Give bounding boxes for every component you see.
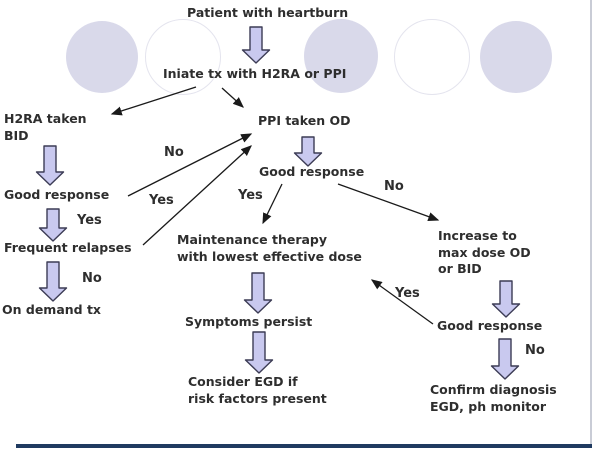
edge-label-left-no: No	[82, 271, 102, 286]
edge-label-right-no: No	[525, 343, 545, 358]
node-good-response-mid: Good response	[259, 164, 365, 179]
node-patient-heartburn: Patient with heartburn	[187, 5, 349, 20]
edge-label-right-yes: Yes	[395, 286, 420, 301]
right-border-line	[590, 0, 592, 447]
decorative-circle-outline	[145, 19, 221, 95]
node-h2ra-taken-bid: H2RA taken BID	[4, 111, 87, 143]
block-arrow-symptoms-to-egd	[244, 331, 274, 374]
edge-label-mid-no: No	[384, 179, 404, 194]
node-symptoms-persist: Symptoms persist	[185, 314, 313, 329]
block-arrow-relapses-to-ondemand	[38, 261, 68, 302]
arrow-initiate-to-ppi	[221, 87, 244, 108]
block-arrow-ppi-to-good	[293, 136, 323, 167]
node-good-response-left: Good response	[4, 187, 110, 202]
arrow-goodleft-no-to-ppi	[127, 133, 253, 197]
node-good-response-right: Good response	[437, 318, 543, 333]
decorative-circle-filled	[304, 19, 378, 93]
node-on-demand-tx: On demand tx	[2, 302, 101, 317]
block-arrow-h2ra-to-good	[35, 145, 65, 186]
node-increase-max-dose: Increase to max dose OD or BID	[438, 228, 531, 276]
edge-label-h2ra-no: No	[164, 145, 184, 160]
node-maintenance-therapy: Maintenance therapy with lowest effectiv…	[177, 232, 362, 264]
block-arrow-good-to-relapses	[38, 208, 68, 242]
block-arrow-maintenance-to-symptoms	[243, 272, 273, 314]
edge-label-mid-yes: Yes	[238, 188, 263, 203]
decorative-circle-filled	[66, 21, 138, 93]
node-frequent-relapses: Frequent relapses	[4, 240, 132, 255]
node-initiate-tx: Iniate tx with H2RA or PPI	[163, 66, 347, 81]
block-arrow-good-to-confirm	[490, 338, 520, 380]
decorative-circle-filled	[480, 21, 552, 93]
edge-label-left-yes: Yes	[77, 213, 102, 228]
block-arrow-increase-to-good	[491, 280, 521, 318]
node-confirm-diagnosis: Confirm diagnosis EGD, ph monitor	[430, 382, 557, 414]
node-ppi-taken-od: PPI taken OD	[258, 113, 351, 128]
decorative-circle-outline	[394, 19, 470, 95]
node-consider-egd: Consider EGD if risk factors present	[188, 374, 327, 406]
block-arrow-patient-to-initiate	[241, 26, 271, 64]
arrow-goodmid-yes-to-maintenance	[262, 183, 283, 225]
bottom-divider-bar	[16, 444, 592, 448]
edge-label-relapse-yes: Yes	[149, 193, 174, 208]
